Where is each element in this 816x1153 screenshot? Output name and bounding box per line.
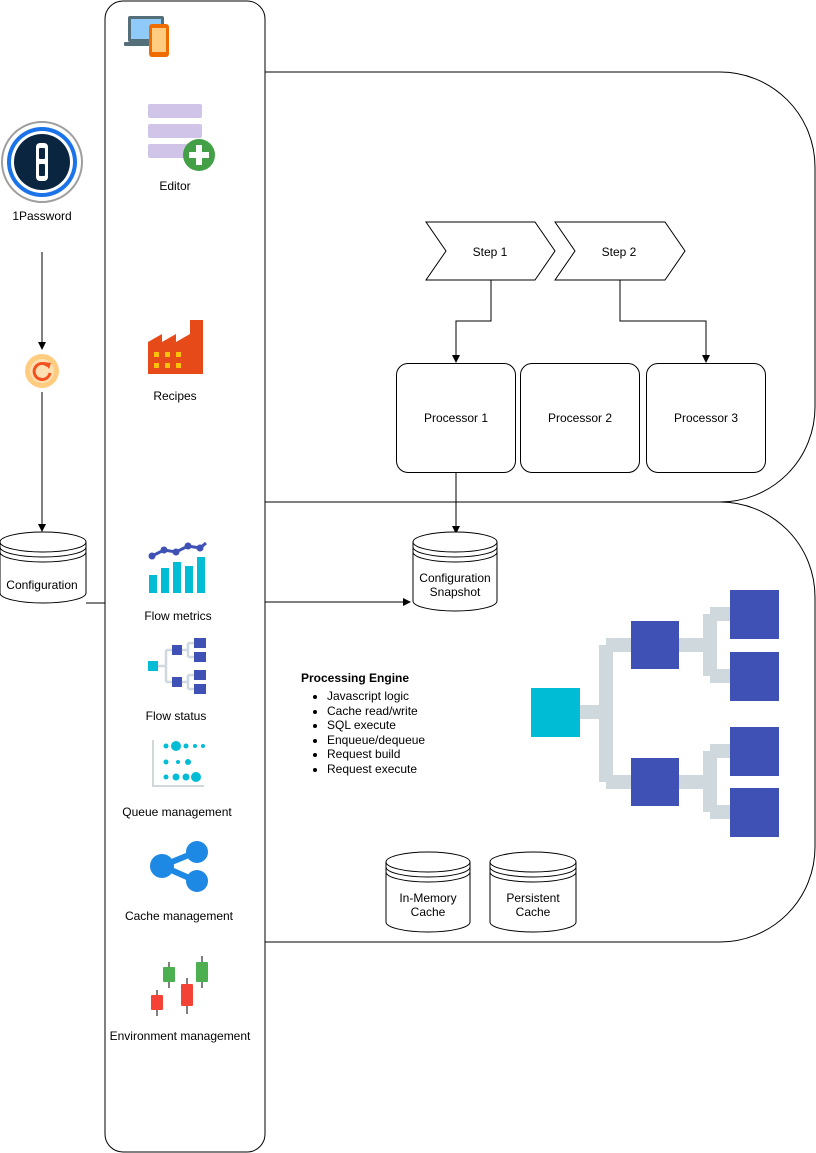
step2-to-processor3-arrow xyxy=(619,280,710,363)
processor-3-box: Processor 3 xyxy=(646,363,766,473)
processing-engine-block: Processing Engine Javascript logic Cache… xyxy=(301,671,425,776)
snapshot-label-line1: Configuration xyxy=(419,571,491,585)
sidebar-item-flow-status-label: Flow status xyxy=(145,709,207,723)
factory-icon xyxy=(148,320,203,374)
processor-container xyxy=(265,71,816,503)
sidebar-item-recipes-label: Recipes xyxy=(153,389,197,403)
sidebar-item-editor-label: Editor xyxy=(159,179,191,193)
step-2-chevron xyxy=(554,221,686,281)
hierarchy-icon xyxy=(148,638,206,694)
editor-icon xyxy=(148,104,215,171)
metrics-chart-icon xyxy=(148,541,207,593)
in-memory-cache-label-line2: Cache xyxy=(410,905,446,919)
snapshot-label-line2: Snapshot xyxy=(429,585,481,599)
sidebar-item-flow-metrics-label: Flow metrics xyxy=(144,609,212,623)
configuration-database xyxy=(0,531,87,604)
list-item: Enqueue/dequeue xyxy=(327,733,425,748)
processing-tree-graphic xyxy=(531,590,779,837)
dot-plot-icon xyxy=(152,740,205,787)
1password-icon xyxy=(1,121,83,203)
sidebar-item-environment-management-label: Environment management xyxy=(109,1029,251,1043)
list-item: Cache read/write xyxy=(327,704,425,719)
processing-engine-list: Javascript logic Cache read/write SQL ex… xyxy=(301,689,425,776)
configuration-label: Configuration xyxy=(6,578,78,592)
step-1-chevron xyxy=(425,221,556,281)
candlestick-icon xyxy=(151,956,208,1016)
in-memory-cache-label-line1: In-Memory xyxy=(399,891,457,905)
engine-container xyxy=(265,501,816,943)
sidebar-item-cache-management-label: Cache management xyxy=(124,909,234,923)
persistent-cache-label-line1: Persistent xyxy=(506,891,560,905)
password-label: 1Password xyxy=(12,209,72,223)
snapshot-label: Configuration Snapshot xyxy=(405,571,505,599)
persistent-cache-database xyxy=(489,851,577,933)
list-item: SQL execute xyxy=(327,718,425,733)
step-1-label: Step 1 xyxy=(472,245,508,259)
persistent-cache-label-line2: Cache xyxy=(515,905,551,919)
snapshot-database xyxy=(412,531,498,612)
in-memory-cache-database xyxy=(385,851,471,933)
devices-icon xyxy=(124,16,169,57)
persistent-cache-label: Persistent Cache xyxy=(483,891,583,919)
step-2-label: Step 2 xyxy=(601,245,637,259)
list-item: Request build xyxy=(327,747,425,762)
sidebar-item-queue-management-label: Queue management xyxy=(122,805,232,819)
share-icon xyxy=(150,841,208,892)
in-memory-cache-label: In-Memory Cache xyxy=(378,891,478,919)
sync-icon xyxy=(25,354,59,388)
step1-to-processor1-arrow xyxy=(452,280,492,363)
list-item: Request execute xyxy=(327,762,425,777)
list-item: Javascript logic xyxy=(327,689,425,704)
processing-engine-title: Processing Engine xyxy=(301,671,410,685)
processor-1-box: Processor 1 xyxy=(396,363,516,473)
processor-2-box: Processor 2 xyxy=(520,363,640,473)
